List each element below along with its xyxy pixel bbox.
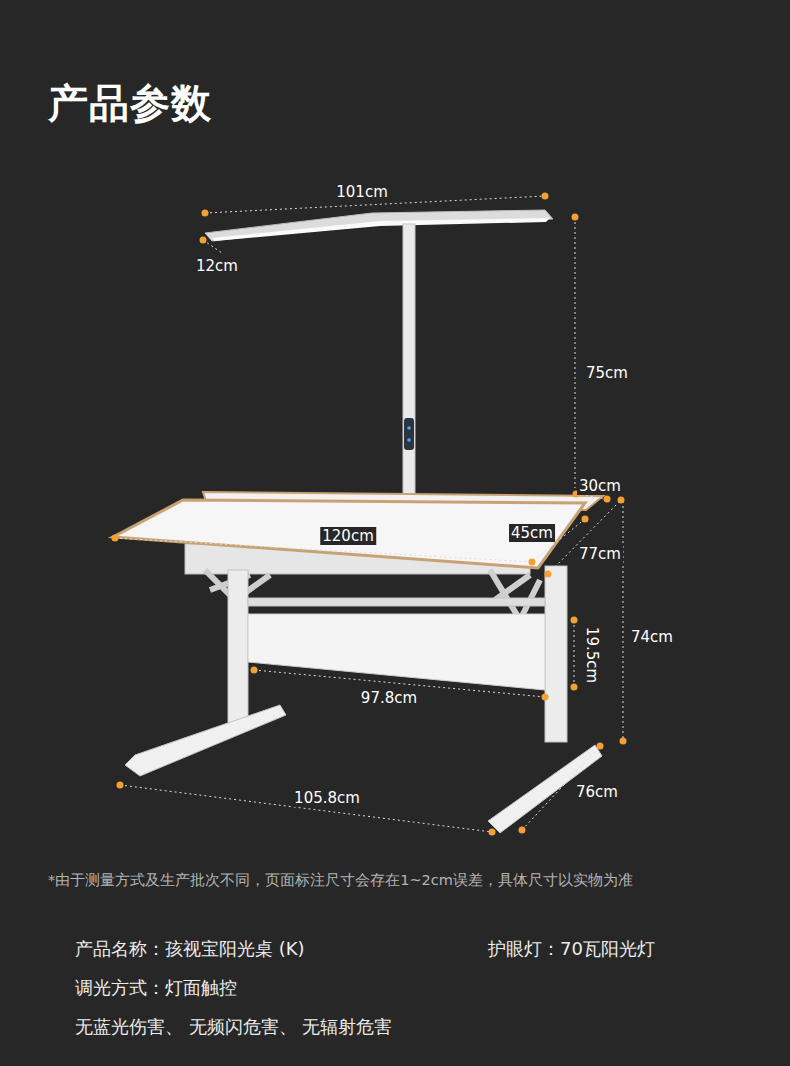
page-title: 产品参数 [48, 76, 212, 131]
dimension-label: 97.8cm [359, 689, 419, 707]
dimension-label: 120cm [320, 527, 376, 545]
lamp-light [212, 218, 550, 241]
dimension-label: 75cm [584, 364, 630, 382]
dimension-label: 45cm [509, 524, 555, 542]
desk-leg [228, 570, 248, 728]
spec-line: 护眼灯：70瓦阳光灯 [488, 937, 655, 961]
desk-drawing [113, 210, 603, 833]
dimension-label: 76cm [574, 783, 620, 801]
tilt-mechanism [205, 570, 540, 620]
dimension-label: 105.8cm [292, 789, 362, 807]
desk-leg [545, 566, 567, 742]
dimension-label: 101cm [334, 183, 390, 201]
dimension-label: 12cm [194, 257, 240, 275]
dimension-label: 30cm [577, 477, 623, 495]
crossbar [248, 598, 545, 606]
lamp-bar [205, 210, 553, 241]
desk-top [113, 500, 585, 568]
spec-line: 产品名称：孩视宝阳光桌 (K) [75, 937, 305, 961]
dimension-dots [112, 193, 627, 836]
spec-line: 调光方式：灯面触控 [75, 976, 237, 1000]
spec-line: 无蓝光伤害、 无频闪危害、 无辐射危害 [75, 1015, 392, 1039]
dimension-lines [115, 196, 623, 832]
modesty-panel [248, 614, 545, 690]
dimension-label: 74cm [629, 628, 675, 646]
desk-foot [125, 705, 286, 776]
dimension-label: 77cm [577, 545, 623, 563]
dimension-label: 19.5cm [583, 625, 601, 685]
footnote: *由于测量方式及生产批次不同，页面标注尺寸会存在1~2cm误差，具体尺寸以实物为… [48, 871, 633, 890]
lamp-control [404, 418, 414, 450]
lamp-pole [403, 224, 415, 496]
